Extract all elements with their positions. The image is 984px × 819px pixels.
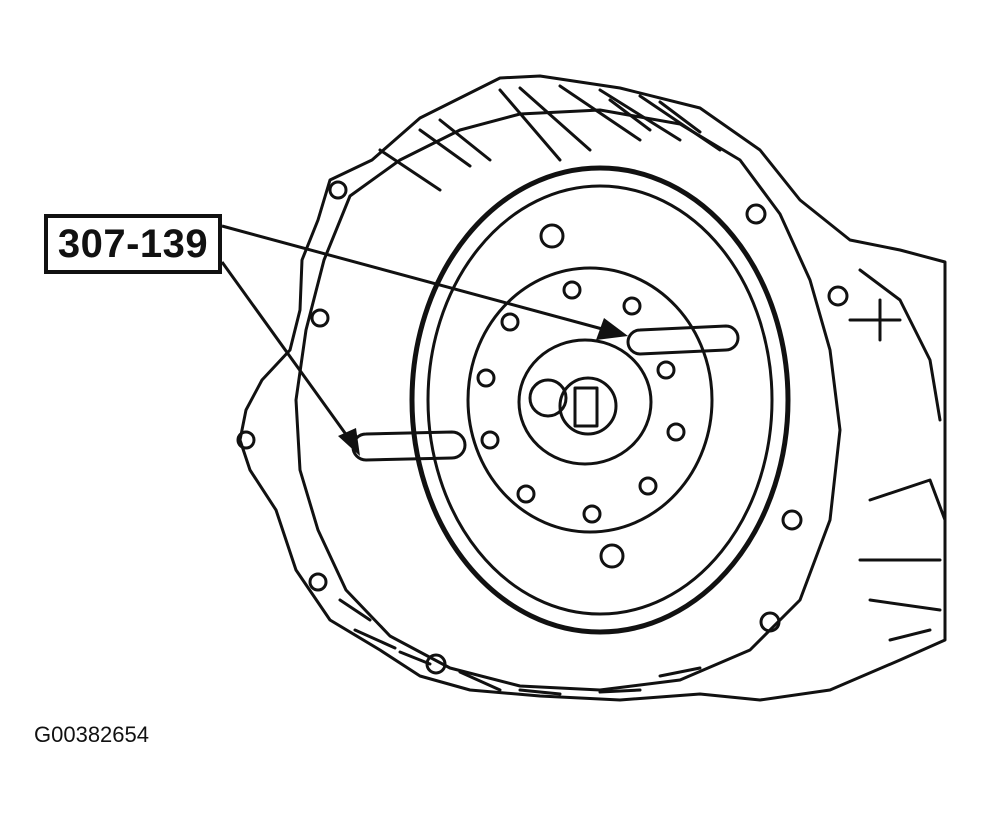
- tool-callout-box: 307-139: [44, 214, 222, 274]
- housing-bolt: [236, 430, 256, 450]
- plate-bolt: [476, 368, 496, 388]
- flexplate-outer: [409, 165, 791, 635]
- plate-bolt: [582, 504, 602, 524]
- housing-inner-rim: [294, 108, 842, 692]
- plate-bolt: [622, 296, 642, 316]
- plate-bolt: [562, 280, 582, 300]
- flexplate-inner-ring: [466, 266, 714, 534]
- figure-id: G00382654: [34, 722, 149, 747]
- housing-top-ribs: [378, 84, 722, 192]
- plate-bolt: [638, 476, 658, 496]
- housing-bolt: [827, 285, 849, 307]
- alignment-pin-right: [626, 324, 740, 356]
- housing-bottom-notches: [338, 598, 702, 696]
- plate-bolt: [480, 430, 500, 450]
- alignment-pin-left: [351, 430, 467, 462]
- hub-center: [528, 378, 568, 418]
- plate-bolt: [500, 312, 520, 332]
- arrowhead-right: [596, 318, 628, 340]
- housing-bolt: [328, 180, 348, 200]
- housing-bolt: [308, 572, 328, 592]
- hub-inner: [558, 376, 618, 436]
- housing-right-details: [848, 268, 947, 642]
- hub-shaft: [573, 386, 599, 428]
- plate-bolt: [656, 360, 676, 380]
- housing-bolt: [781, 509, 803, 531]
- leader-line-right: [221, 224, 607, 332]
- housing-bolt: [425, 653, 447, 675]
- hub-outer: [517, 338, 653, 466]
- arrowhead-left: [338, 428, 360, 456]
- housing-bolt: [759, 611, 781, 633]
- plate-bolt: [516, 484, 536, 504]
- housing-bolt: [310, 308, 330, 328]
- housing-bolt: [745, 203, 767, 225]
- plate-bolt: [666, 422, 686, 442]
- flexplate-rim: [426, 184, 774, 616]
- tool-callout-label: 307-139: [57, 221, 209, 266]
- flexplate-hole: [599, 543, 625, 569]
- leader-line-left: [220, 261, 352, 441]
- flexplate-hole: [539, 223, 565, 249]
- housing-outline: [238, 74, 947, 702]
